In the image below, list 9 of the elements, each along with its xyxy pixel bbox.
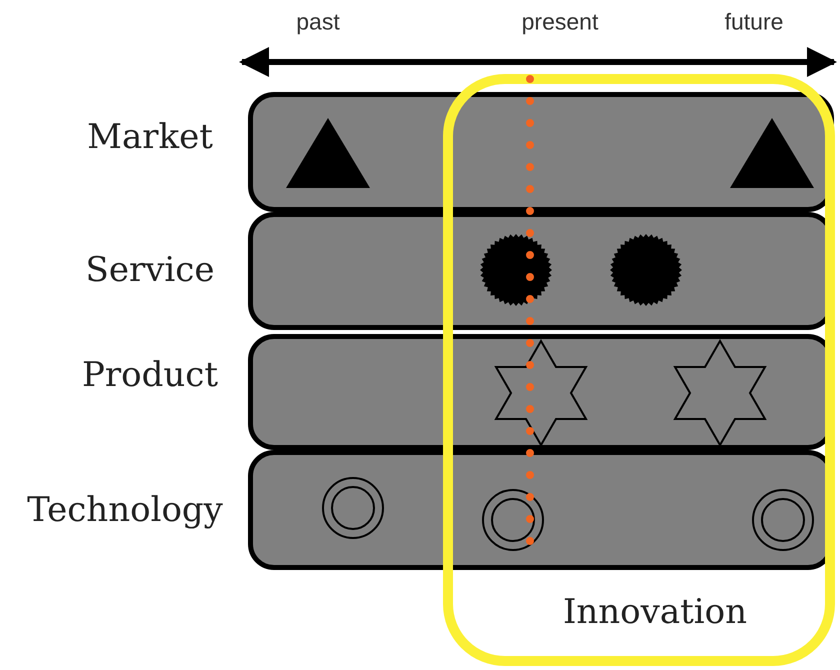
innovation-frame — [443, 74, 835, 666]
timeline-label: present — [522, 8, 598, 36]
frame-label: Innovation — [562, 592, 748, 632]
row-label: Product — [82, 355, 218, 395]
row-label: Market — [87, 117, 213, 157]
timeline-label: past — [296, 8, 340, 36]
row-label: Technology — [27, 490, 223, 530]
row-label: Service — [86, 250, 214, 290]
timeline-label: future — [724, 8, 784, 36]
